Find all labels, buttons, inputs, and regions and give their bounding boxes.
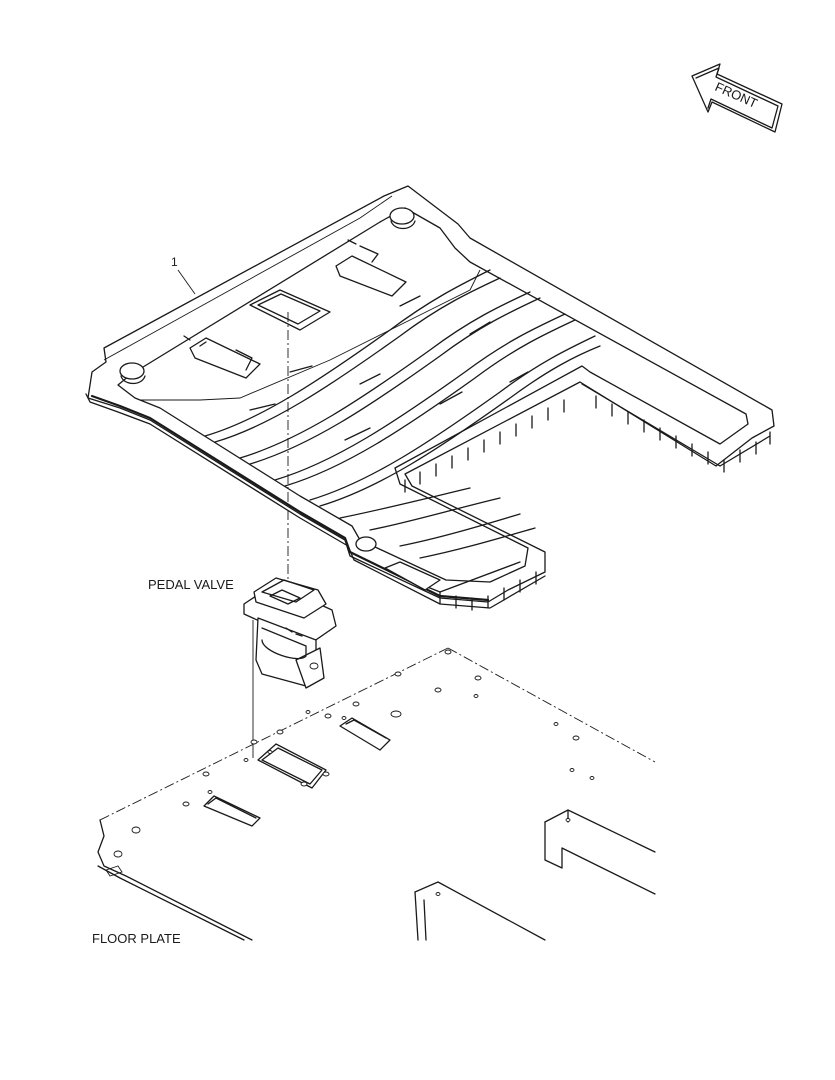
front-arrow: FRONT (691, 63, 783, 133)
assembly-leader-lines (252, 312, 289, 758)
plate-holes (113, 649, 595, 858)
floor-mat (85, 185, 775, 611)
part-callout-1: 1 (171, 255, 196, 295)
floor-plate-label: FLOOR PLATE (92, 931, 181, 946)
side-cleats (404, 383, 771, 611)
pedal-valve-label: PEDAL VALVE (148, 577, 234, 592)
pedal-valve (243, 577, 337, 689)
part-number-label: 1 (171, 255, 178, 269)
floor-plate (97, 647, 656, 941)
